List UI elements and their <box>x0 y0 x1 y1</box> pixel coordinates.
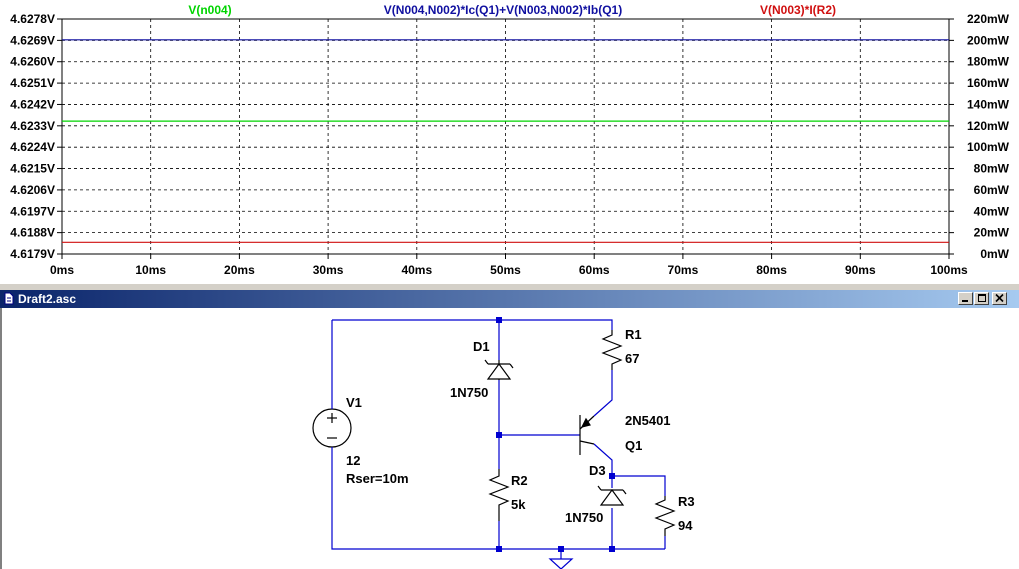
schematic-window-titlebar[interactable]: Draft2.asc <box>0 290 1019 308</box>
minimize-button[interactable] <box>958 292 973 305</box>
schematic-canvas[interactable]: V1 12 Rser=10m D1 1N750 R1 67 2N5401 Q1 … <box>0 308 1019 569</box>
left-axis-tick-label: 4.6215V <box>10 162 55 176</box>
v1-value-label: 12 <box>346 453 360 468</box>
x-axis-tick-label: 90ms <box>845 263 876 277</box>
resistor-r1[interactable] <box>601 330 623 370</box>
left-axis-tick-label: 4.6251V <box>10 76 55 90</box>
trace-label-power-q1[interactable]: V(N004,N002)*Ic(Q1)+V(N003,N002)*Ib(Q1) <box>384 3 622 17</box>
x-axis-tick-label: 80ms <box>756 263 787 277</box>
junction-ground <box>558 546 564 552</box>
x-axis-tick-label: 20ms <box>224 263 255 277</box>
pane-splitter[interactable] <box>0 283 1019 290</box>
waveform-plot[interactable]: V(n004) V(N004,N002)*Ic(Q1)+V(N003,N002)… <box>0 0 1019 283</box>
resistor-r2[interactable] <box>488 469 510 521</box>
right-axis-tick-label: 160mW <box>967 76 1010 90</box>
left-axis-tick-label: 4.6224V <box>10 140 55 154</box>
left-axis-tick-label: 4.6188V <box>10 226 55 240</box>
right-axis-tick-label: 140mW <box>967 97 1010 111</box>
left-axis-tick-label: 4.6242V <box>10 97 55 111</box>
d1-model-label: 1N750 <box>450 385 488 400</box>
trace-label-power-r2[interactable]: V(N003)*I(R2) <box>760 3 836 17</box>
close-button[interactable] <box>992 292 1007 305</box>
left-axis-tick-label: 4.6233V <box>10 119 55 133</box>
r3-name-label: R3 <box>678 494 695 509</box>
left-axis-tick-label: 4.6206V <box>10 183 55 197</box>
x-axis-tick-label: 10ms <box>135 263 166 277</box>
x-axis-tick-label: 100ms <box>930 263 968 277</box>
schematic-window-title: Draft2.asc <box>18 292 77 306</box>
v1-name-label: V1 <box>346 395 362 410</box>
x-axis-tick-label: 60ms <box>579 263 610 277</box>
x-axis-tick-label: 40ms <box>401 263 432 277</box>
x-axis-tick-label: 0ms <box>50 263 74 277</box>
x-axis-tick-label: 50ms <box>490 263 521 277</box>
pnp-transistor-q1[interactable] <box>579 415 595 455</box>
right-axis-tick-label: 0mW <box>980 247 1009 261</box>
ground-icon[interactable] <box>548 558 574 569</box>
r3-value-label: 94 <box>678 518 693 533</box>
x-axis-tick-label: 30ms <box>313 263 344 277</box>
right-axis-tick-label: 60mW <box>974 183 1010 197</box>
right-axis-tick-label: 120mW <box>967 119 1010 133</box>
d3-name-label: D3 <box>589 463 606 478</box>
wire-ground-rail <box>331 450 665 550</box>
trace-label-v-n004[interactable]: V(n004) <box>188 3 231 17</box>
voltage-source-v1[interactable] <box>312 408 352 448</box>
junction-collector <box>609 473 615 479</box>
zener-diode-d3[interactable] <box>597 485 627 506</box>
r1-value-label: 67 <box>625 351 639 366</box>
right-axis-tick-label: 220mW <box>967 12 1010 26</box>
d3-model-label: 1N750 <box>565 510 603 525</box>
q1-model-label: 2N5401 <box>625 413 671 428</box>
junction-top <box>496 317 502 323</box>
left-axis-tick-label: 4.6278V <box>10 12 55 26</box>
left-axis-tick-label: 4.6269V <box>10 33 55 47</box>
junction-r2-ground <box>496 546 502 552</box>
right-axis-tick-label: 100mW <box>967 140 1010 154</box>
d1-name-label: D1 <box>473 339 490 354</box>
r2-value-label: 5k <box>511 497 526 512</box>
right-axis-tick-label: 180mW <box>967 55 1010 69</box>
r2-name-label: R2 <box>511 473 528 488</box>
resistor-r3[interactable] <box>654 496 676 536</box>
maximize-button[interactable] <box>974 292 989 305</box>
r1-name-label: R1 <box>625 327 642 342</box>
x-axis-tick-label: 70ms <box>668 263 699 277</box>
circuit-schematic[interactable]: V1 12 Rser=10m D1 1N750 R1 67 2N5401 Q1 … <box>2 308 1019 569</box>
junction-base <box>496 432 502 438</box>
wire-top-rail <box>332 319 613 330</box>
right-axis-tick-label: 80mW <box>974 162 1010 176</box>
maximize-icon <box>978 294 986 302</box>
zener-diode-d1[interactable] <box>484 359 514 380</box>
left-axis-tick-label: 4.6260V <box>10 55 55 69</box>
left-axis-tick-label: 4.6197V <box>10 204 55 218</box>
right-axis-tick-label: 20mW <box>974 226 1010 240</box>
junction-d3-ground <box>609 546 615 552</box>
right-axis-tick-label: 40mW <box>974 204 1010 218</box>
wire-emitter <box>593 370 613 417</box>
v1-rser-label: Rser=10m <box>346 471 409 486</box>
left-axis-tick-label: 4.6179V <box>10 247 55 261</box>
waveform-plot-pane[interactable]: V(n004) V(N004,N002)*Ic(Q1)+V(N003,N002)… <box>0 0 1019 283</box>
right-axis-tick-label: 200mW <box>967 33 1010 47</box>
schematic-document-icon <box>4 292 14 305</box>
q1-name-label: Q1 <box>625 438 642 453</box>
minimize-icon <box>962 300 968 302</box>
close-icon <box>995 293 1004 303</box>
